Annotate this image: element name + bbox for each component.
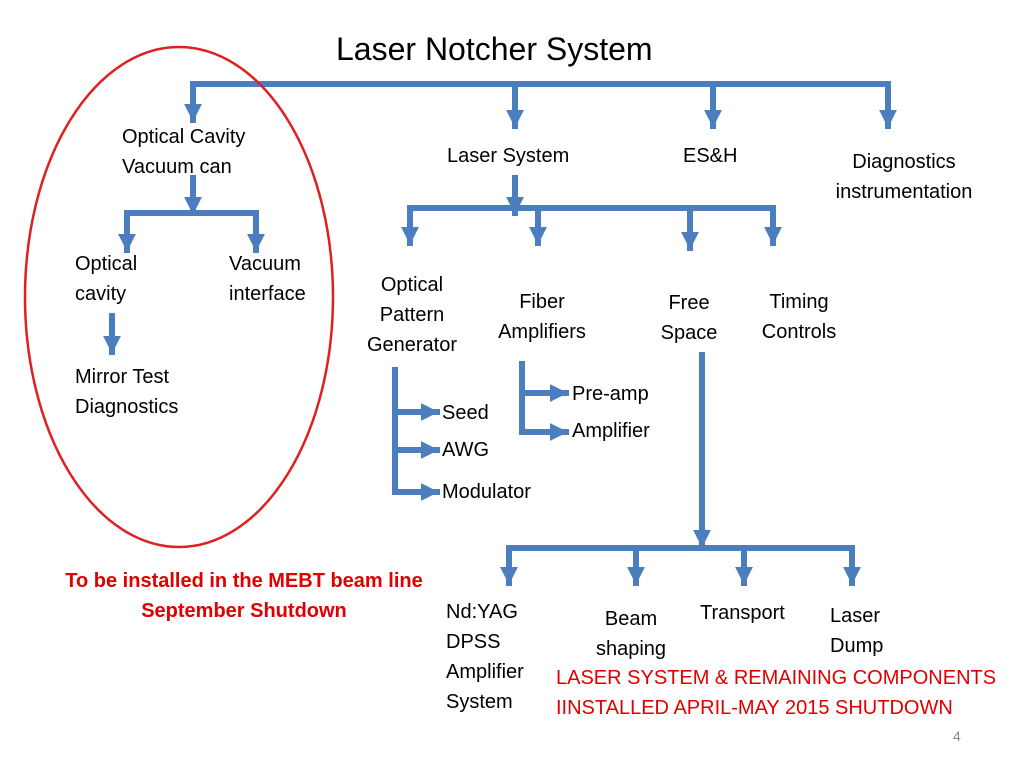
node-amplifier: Amplifier — [572, 420, 650, 442]
node-diagnostics-instrumentation: Diagnostics instrumentation — [835, 151, 973, 203]
laser-installation-note: LASER SYSTEM & REMAINING COMPONENTS IINS… — [556, 667, 997, 719]
node-optical-cavity-vacuum-can: Optical Cavity Vacuum can — [122, 126, 246, 178]
page-title: Laser Notcher System — [336, 31, 653, 67]
node-pre-amp: Pre-amp — [572, 383, 649, 405]
node-modulator: Modulator — [442, 481, 531, 503]
mebt-highlight-ellipse — [23, 45, 335, 549]
node-laser-dump: Laser Dump — [830, 605, 884, 657]
node-vacuum-interface: Vacuum interface — [229, 253, 306, 305]
node-seed: Seed — [442, 402, 489, 424]
page-number: 4 — [953, 728, 961, 744]
node-fiber-amplifiers: Fiber Amplifiers — [498, 291, 586, 343]
node-beam-shaping: Beam shaping — [595, 608, 667, 660]
node-optical-cavity: Optical cavity — [75, 253, 138, 305]
node-laser-system: Laser System — [447, 145, 570, 167]
node-timing-controls: Timing Controls — [761, 291, 837, 343]
node-awg: AWG — [442, 439, 490, 461]
node-mirror-test-diagnostics: Mirror Test Diagnostics — [75, 366, 179, 418]
node-nd-yag: Nd:YAG DPSS Amplifier System — [446, 601, 524, 713]
node-transport: Transport — [700, 602, 785, 624]
node-free-space: Free Space — [660, 292, 718, 344]
node-optical-pattern-generator: Optical Pattern Generator — [366, 274, 458, 356]
mebt-installation-note: To be installed in the MEBT beam line Se… — [65, 570, 423, 622]
node-esh: ES&H — [683, 145, 738, 167]
